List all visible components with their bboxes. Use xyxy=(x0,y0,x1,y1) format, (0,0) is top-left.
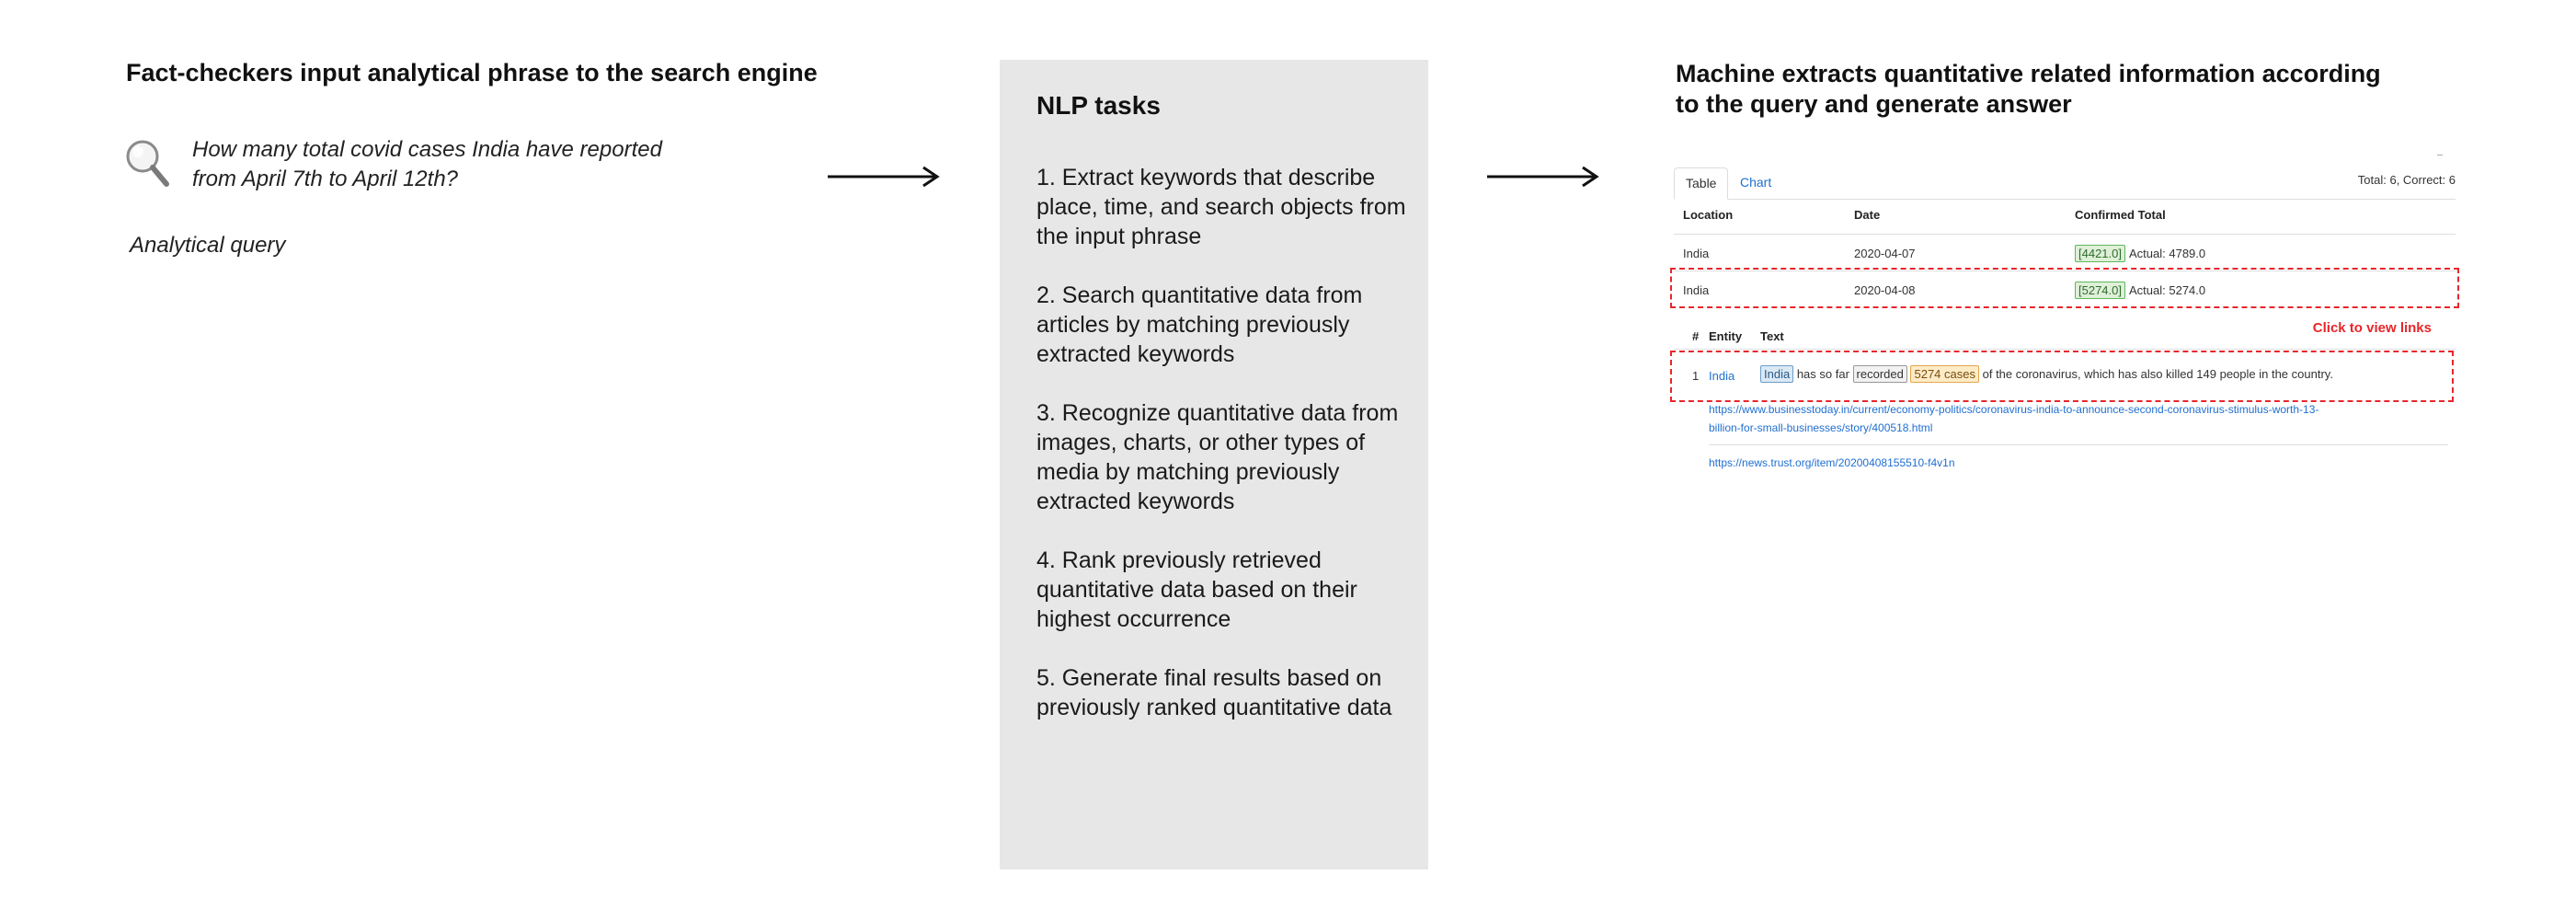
detail-header-entity: Entity xyxy=(1709,329,1743,343)
actual-value: Actual: 4789.0 xyxy=(2129,247,2206,260)
result-tabs: Table Chart xyxy=(1674,167,2456,200)
analytical-query-label: Analytical query xyxy=(130,233,286,258)
query-line-2: from April 7th to April 12th? xyxy=(192,167,459,191)
arrow-right-icon xyxy=(1487,166,1599,188)
divider xyxy=(1674,349,2456,350)
detail-row-entity-link[interactable]: India xyxy=(1709,369,1735,383)
magnifier-icon xyxy=(126,140,169,187)
left-heading: Fact-checkers input analytical phrase to… xyxy=(126,59,818,86)
nlp-task-4: 4. Rank previously retrieved quantitativ… xyxy=(1036,547,1357,632)
table-row-date: 2020-04-08 xyxy=(1854,283,1916,297)
totals-summary: Total: 6, Correct: 6 xyxy=(2357,173,2456,187)
actual-value: Actual: 5274.0 xyxy=(2129,283,2206,297)
highlight-box-sentence xyxy=(1670,351,2454,402)
source-link-1-continued[interactable]: billion-for-small-businesses/story/40051… xyxy=(1709,421,1933,434)
nlp-task-1: 1. Extract keywords that describe place,… xyxy=(1036,165,1406,249)
predicted-value-badge: [4421.0] xyxy=(2075,245,2125,262)
divider xyxy=(1709,444,2448,445)
right-heading-line-1: Machine extracts quantitative related in… xyxy=(1676,60,2381,87)
nlp-task-5: 5. Generate final results based on previ… xyxy=(1036,665,1392,720)
detail-row-text: India has so far recorded 5274 cases of … xyxy=(1760,365,2333,383)
nlp-task-2: 2. Search quantitative data from article… xyxy=(1036,282,1363,367)
table-row-location: India xyxy=(1683,283,1710,297)
column-header-date: Date xyxy=(1854,208,1881,222)
tab-chart[interactable]: Chart xyxy=(1740,175,1772,190)
highlight-box-row xyxy=(1670,268,2459,308)
nlp-tasks-panel xyxy=(1000,60,1428,869)
table-row-date: 2020-04-07 xyxy=(1854,247,1916,260)
table-row-location: India xyxy=(1683,247,1710,260)
source-link-1[interactable]: https://www.businesstoday.in/current/eco… xyxy=(1709,403,2319,416)
column-header-confirmed-total: Confirmed Total xyxy=(2075,208,2166,222)
divider xyxy=(1674,234,2456,235)
arrow-right-icon xyxy=(828,166,940,188)
nlp-task-3: 3. Recognize quantitative data from imag… xyxy=(1036,400,1399,514)
text-token: of the coronavirus, which has also kille… xyxy=(1982,367,2333,381)
nlp-tasks-title: NLP tasks xyxy=(1036,91,1161,120)
right-heading: Machine extracts quantitative related in… xyxy=(1676,59,2467,120)
verb-token: recorded xyxy=(1852,365,1907,383)
query-line-1: How many total covid cases India have re… xyxy=(192,137,662,162)
detail-header-text: Text xyxy=(1760,329,1784,343)
column-header-location: Location xyxy=(1683,208,1734,222)
detail-header-number: # xyxy=(1692,329,1700,343)
results-screenshot: Table Chart Total: 6, Correct: 6 Locatio… xyxy=(1670,155,2459,486)
analytical-query-text: How many total covid cases India have re… xyxy=(192,135,744,194)
entity-token: India xyxy=(1760,365,1794,383)
detail-row-number: 1 xyxy=(1692,369,1700,383)
right-heading-line-2: to the query and generate answer xyxy=(1676,90,2072,118)
table-row-confirmed: [4421.0] Actual: 4789.0 xyxy=(2075,245,2205,262)
click-to-view-links-hint: Click to view links xyxy=(2312,320,2432,336)
source-link-2[interactable]: https://news.trust.org/item/202004081555… xyxy=(1709,456,1955,469)
nlp-task-list: 1. Extract keywords that describe place,… xyxy=(1036,163,1414,752)
value-token: 5274 cases xyxy=(1910,365,1979,383)
tab-table[interactable]: Table xyxy=(1674,167,1729,200)
table-row-confirmed: [5274.0] Actual: 5274.0 xyxy=(2075,282,2205,299)
text-token: has so far xyxy=(1796,367,1849,381)
predicted-value-badge: [5274.0] xyxy=(2075,282,2125,299)
